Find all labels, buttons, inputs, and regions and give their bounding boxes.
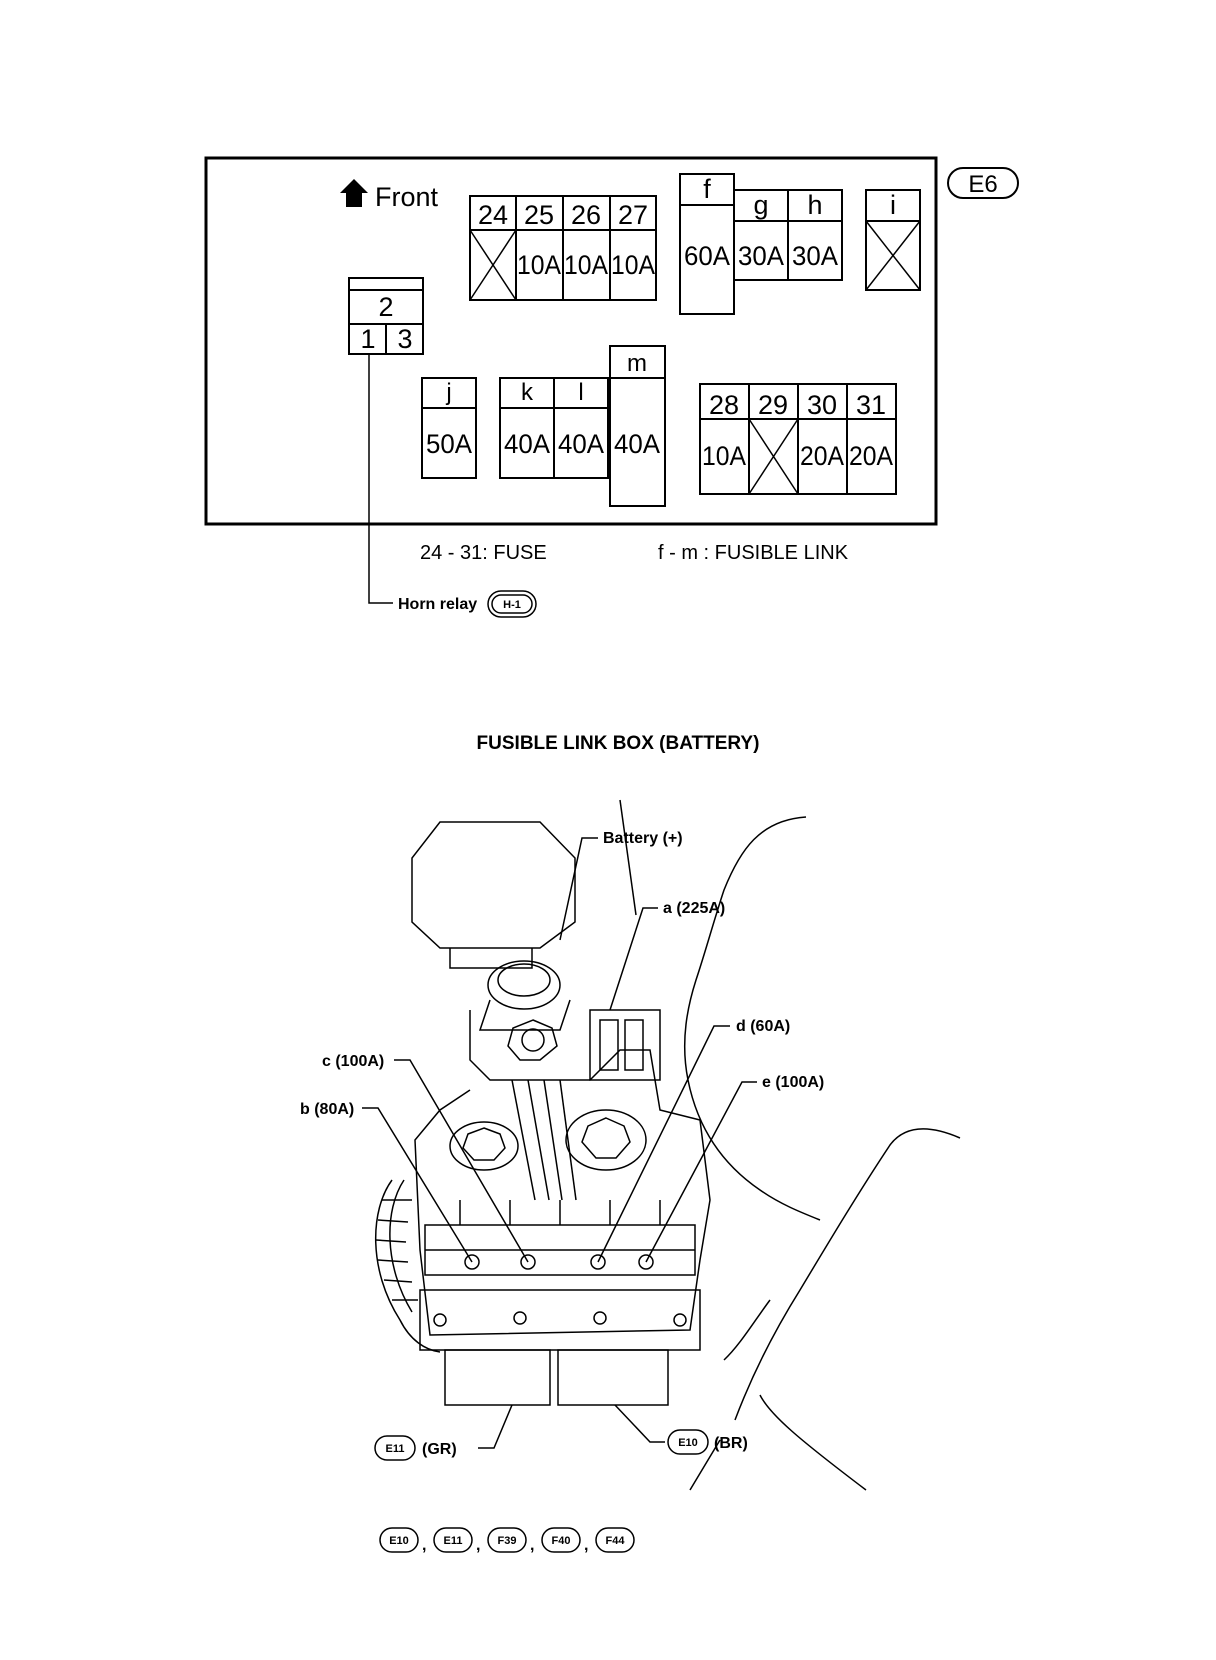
- relay-2: 2 1 3: [348, 277, 424, 355]
- callout-battery-leader: [559, 837, 598, 941]
- fuse-30-number: 30: [807, 390, 837, 420]
- fuse-27-number: 27: [618, 200, 648, 230]
- e10-leader: [614, 1404, 665, 1443]
- horn-relay-connector-label: H-1: [503, 599, 521, 611]
- separator-comma: ,: [422, 1537, 426, 1554]
- fusible-link-m: m 40A: [609, 345, 666, 507]
- connector-list-item-5: F44: [606, 1535, 626, 1547]
- connector-e11-id: E11: [386, 1443, 405, 1455]
- fusible-link-f: f 60A: [679, 173, 735, 315]
- callout-c: c (100A): [322, 1053, 384, 1070]
- callout-b-leader: [362, 1107, 473, 1263]
- callout-d-leader: [597, 1025, 730, 1263]
- horn-relay-leader: [368, 354, 393, 604]
- fuse-25-number: 25: [524, 200, 554, 230]
- fuse-28-rating: 10A: [702, 441, 746, 471]
- fusible-link-j: j 50A: [421, 377, 477, 479]
- fuse-31-number: 31: [856, 390, 886, 420]
- connector-e11-color: (GR): [422, 1441, 457, 1458]
- callout-e-leader: [645, 1081, 757, 1263]
- callout-a: a (225A): [663, 900, 725, 917]
- callout-d: d (60A): [736, 1018, 790, 1035]
- link-l-rating: 40A: [558, 429, 604, 459]
- link-i-letter: i: [890, 190, 896, 220]
- fuse-30-rating: 20A: [800, 441, 844, 471]
- legend-fusible-link: f - m : FUSIBLE LINK: [658, 542, 849, 564]
- fuse-28-number: 28: [709, 390, 739, 420]
- fuse-27-rating: 10A: [611, 250, 655, 280]
- link-f-letter: f: [703, 174, 711, 204]
- connector-e10-id: E10: [678, 1437, 698, 1449]
- horn-relay-label: Horn relay: [398, 596, 477, 613]
- front-arrow-icon: [340, 179, 368, 207]
- battery-box-title: FUSIBLE LINK BOX (BATTERY): [477, 733, 760, 754]
- connector-e11-badge: E11: [374, 1435, 416, 1461]
- fuse-box-outline: [204, 156, 938, 526]
- link-h-letter: h: [807, 190, 822, 220]
- link-j-rating: 50A: [426, 429, 472, 459]
- connector-list-item-3: F39: [498, 1535, 517, 1547]
- link-g-letter: g: [753, 190, 768, 220]
- separator-comma: ,: [584, 1537, 588, 1554]
- legend-fuse: 24 - 31: FUSE: [420, 542, 547, 564]
- link-j-letter: j: [445, 379, 451, 406]
- relay-terminal-3: 3: [397, 324, 412, 354]
- connector-list-item-2: E11: [444, 1535, 463, 1547]
- link-g-rating: 30A: [738, 241, 784, 271]
- link-m-letter: m: [627, 350, 647, 377]
- fusible-link-g-h: g h 30A 30A: [733, 189, 843, 281]
- e11-leader: [478, 1404, 513, 1449]
- connector-e10-color: (BR): [714, 1435, 748, 1452]
- front-label: Front: [375, 182, 439, 212]
- link-m-rating: 40A: [614, 429, 660, 459]
- separator-comma: ,: [476, 1537, 480, 1554]
- relay-2-number: 2: [378, 292, 393, 322]
- connector-list-item-1: E10: [389, 1535, 409, 1547]
- callout-b: b (80A): [300, 1101, 354, 1118]
- fusible-link-i: i: [865, 189, 921, 291]
- callout-a-leader: [609, 907, 658, 1011]
- fuse-25-rating: 10A: [517, 250, 561, 280]
- link-f-rating: 60A: [684, 241, 730, 271]
- relay-terminal-1: 1: [360, 324, 375, 354]
- fuse-31-rating: 20A: [849, 441, 893, 471]
- connector-e6-badge: E6: [947, 167, 1019, 199]
- fuse-29-number: 29: [758, 390, 788, 420]
- fuse-24-number: 24: [478, 200, 508, 230]
- link-l-letter: l: [578, 379, 583, 406]
- callout-c-leader: [394, 1059, 529, 1263]
- fuse-block-24-27: 24 25 26 27 10A 10A 10A: [469, 195, 657, 301]
- separator-comma: ,: [530, 1537, 534, 1554]
- fusible-link-k-l: k l 40A 40A: [499, 377, 609, 479]
- callout-e: e (100A): [762, 1074, 824, 1091]
- callout-battery: Battery (+): [603, 830, 683, 847]
- battery-box-illustration: [374, 799, 961, 1491]
- connector-list-item-4: F40: [552, 1535, 571, 1547]
- fuse-26-rating: 10A: [564, 250, 608, 280]
- horn-relay-connector-badge: H-1: [487, 590, 537, 618]
- fuse-26-number: 26: [571, 200, 601, 230]
- connector-list: E10 , E11 , F39 , F40 , F44: [379, 1527, 635, 1554]
- link-k-rating: 40A: [504, 429, 550, 459]
- link-h-rating: 30A: [792, 241, 838, 271]
- connector-e6-label: E6: [968, 171, 997, 198]
- link-k-letter: k: [521, 379, 534, 406]
- connector-e10-badge: E10: [667, 1429, 709, 1455]
- fuse-block-28-31: 28 29 30 31 10A 20A 20A: [699, 383, 897, 495]
